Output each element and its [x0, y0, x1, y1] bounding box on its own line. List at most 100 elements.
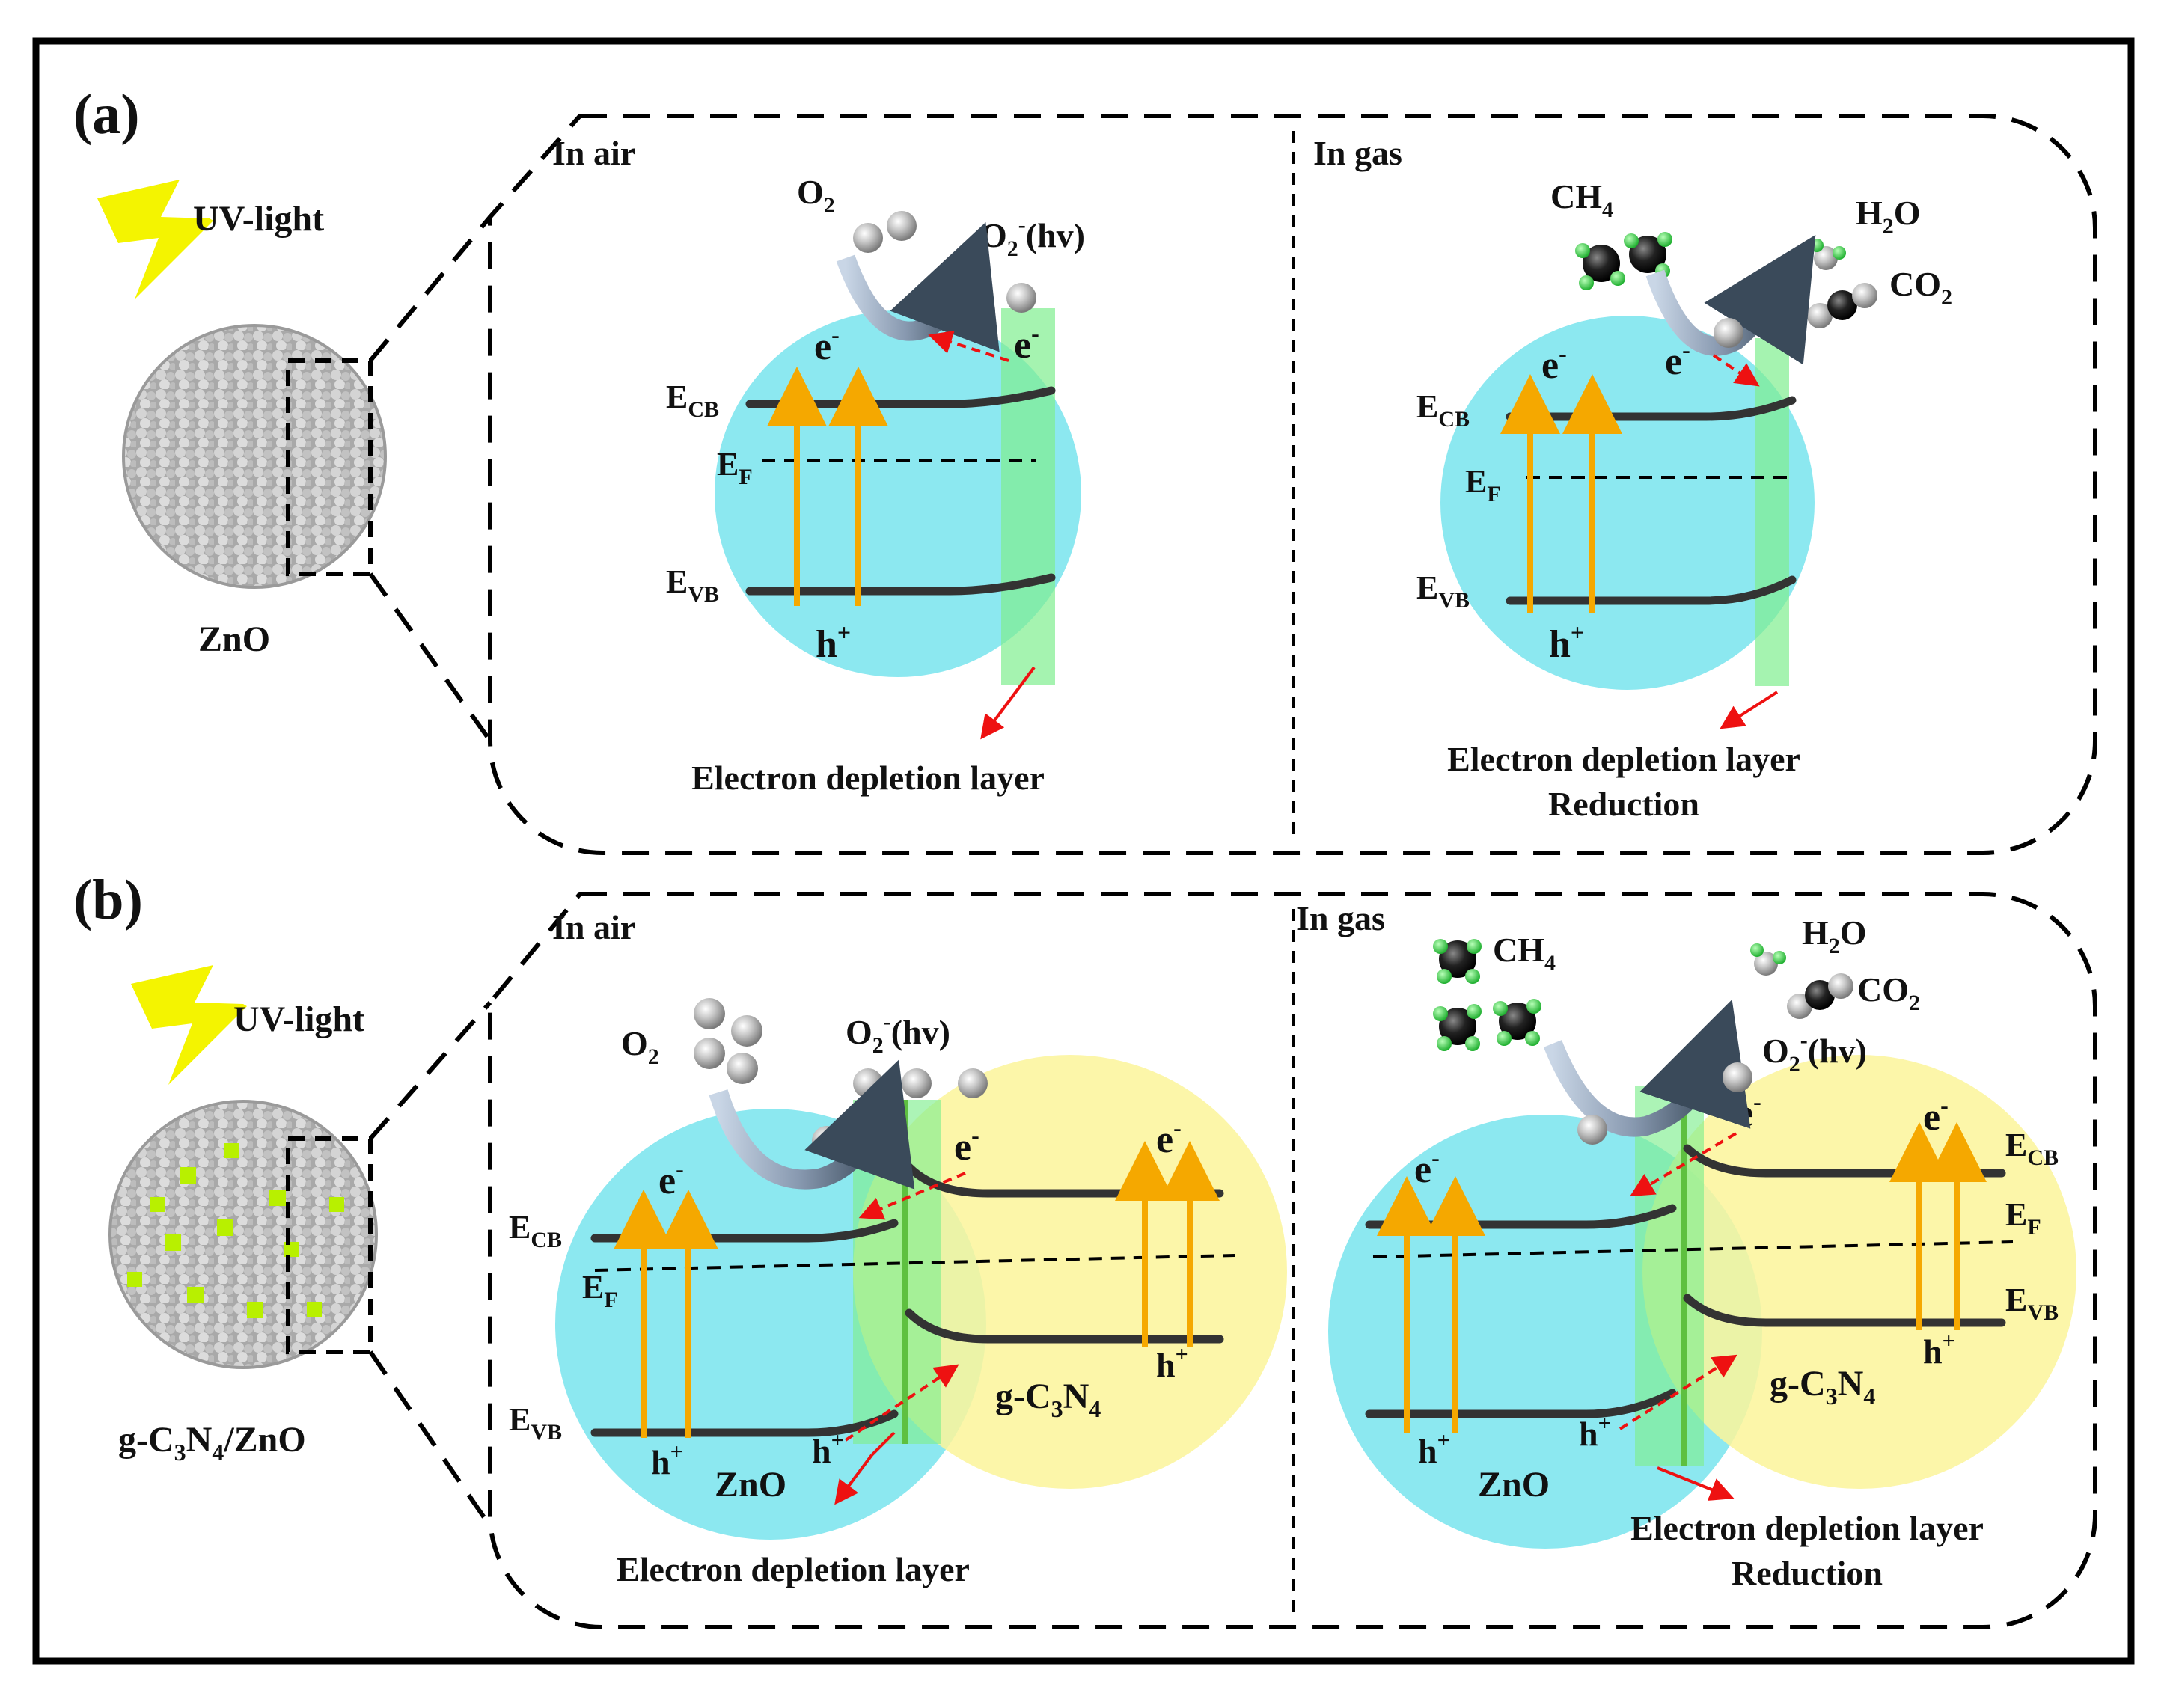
zoom-box [286, 1136, 373, 1354]
panel-b-dashed-box [488, 892, 2097, 1629]
o2-minus-label: O2-(hv) [846, 1009, 950, 1058]
fermi-level-line [594, 1254, 1235, 1272]
zoom-box [286, 358, 373, 576]
zoom-line-top [368, 1001, 492, 1140]
electron-transfer-arrow [858, 1172, 966, 1220]
o2-molecule-icon [887, 211, 917, 241]
ecb-label: ECB [1416, 388, 1470, 432]
gcn-grain-circle [1642, 1055, 2076, 1489]
ch4-label: CH4 [1493, 931, 1556, 976]
depletion-label: Electron depletion layer [1630, 1509, 1984, 1547]
co2-molecule-icon [1807, 283, 1877, 328]
electron-return-arrow [1712, 354, 1760, 387]
co2-label: CO2 [1857, 970, 1920, 1015]
o2-label: O2 [621, 1024, 659, 1069]
electron-label: e- [1414, 1144, 1440, 1191]
panel-b-label: (b) [73, 869, 143, 931]
electron-label: e- [814, 321, 840, 368]
electron-label: e- [1923, 1092, 1949, 1139]
reaction-curve-arrow [1543, 1000, 1751, 1137]
hole-label: h+ [1549, 619, 1584, 666]
panel-a-air: In air ECB EF EVB e- e- h+ O2 O2-(hv) [552, 134, 1085, 797]
depletion-label: Electron depletion layer [691, 759, 1045, 797]
uv-bolt-icon [131, 965, 247, 1085]
vb-band-line [745, 573, 1056, 596]
reduction-label: Reduction [1548, 785, 1699, 823]
o2-ion-icon [853, 1068, 883, 1098]
h2o-label: H2O [1802, 913, 1867, 958]
o2-molecule-icon [727, 1053, 758, 1084]
o2-minus-label: O2-(hv) [980, 212, 1085, 261]
ch4-molecule-icon [1433, 939, 1482, 984]
panel-a-gas: In gas ECB EF EVB e- e- h+ CH4 [1313, 134, 1952, 823]
ef-label: EF [717, 446, 753, 489]
ef-label: EF [582, 1269, 618, 1312]
hole-label: h+ [1156, 1342, 1188, 1384]
uv-label: UV-light [233, 1000, 364, 1039]
ecb-label: ECB [2005, 1127, 2059, 1170]
hole-label: h+ [1923, 1329, 1955, 1371]
hole-label: h+ [1418, 1428, 1450, 1470]
o2-ion-icon [902, 1068, 932, 1098]
hole-label: h+ [651, 1439, 683, 1481]
adsorption-curve-arrow [836, 221, 1000, 352]
co2-molecule-icon [1787, 973, 1853, 1019]
panel-b-gas: In gas ECB EF EVB e- e- e- h+ h+ h+ ZnO [1296, 899, 2076, 1592]
gcn-label: g-C3N4 [1770, 1364, 1875, 1409]
gcn-cb-band-line [905, 1163, 1224, 1198]
cb-band-line [745, 386, 1056, 408]
gcn-vb-band-line [905, 1308, 1224, 1344]
vb-band-line [1506, 575, 1797, 605]
ecb-label: ECB [509, 1209, 562, 1252]
uv-bolt-icon [97, 180, 213, 299]
o2-ion-icon [965, 296, 995, 325]
hole-transfer-arrow [844, 1364, 959, 1442]
o2-molecule-icon [694, 998, 725, 1029]
gcn-vb-band-line [1683, 1294, 2006, 1327]
ef-label: EF [1465, 463, 1501, 506]
panel-b-air: In air ECB EF EVB e- e- e- h+ h+ h+ [509, 908, 1287, 1588]
electron-label: e- [954, 1121, 979, 1169]
o2-molecule-icon [853, 223, 883, 253]
adsorption-curve-arrow [709, 1059, 915, 1190]
gcn-zno-particle-icon [109, 1100, 378, 1369]
depletion-band [1635, 1086, 1704, 1466]
o2-ion-icon [1723, 1062, 1752, 1092]
depletion-band [1001, 308, 1055, 685]
zno-vb-band-line [590, 1409, 899, 1437]
zno-cb-band-line [1365, 1204, 1677, 1229]
panel-a-dashed-box [488, 114, 2097, 855]
outer-frame [32, 37, 2135, 1665]
evb-label: EVB [509, 1401, 562, 1445]
gcn-label: g-C3N4 [995, 1377, 1101, 1422]
o2-label: O2 [797, 173, 835, 218]
h2o-label: H2O [1856, 194, 1921, 239]
ch4-molecule-icon [1624, 232, 1672, 278]
depletion-label: Electron depletion layer [1447, 740, 1800, 778]
o2-molecule-icon [694, 1038, 725, 1069]
o2-ion-icon [1006, 283, 1036, 313]
uv-label: UV-light [193, 199, 324, 239]
electron-label: e- [1541, 340, 1567, 387]
panel-a: (a) UV-light ZnO In air ECB EF [73, 83, 2097, 855]
evb-label: EVB [2005, 1282, 2059, 1325]
depletion-band [1755, 338, 1789, 686]
gas-title: In gas [1313, 134, 1402, 172]
zno-vb-band-line [1365, 1389, 1677, 1418]
electron-transfer-arrow [1630, 1132, 1737, 1197]
zoom-line-top [368, 215, 492, 362]
evb-label: EVB [666, 563, 719, 607]
particle-label: ZnO [198, 619, 270, 659]
panel-b: (b) UV-light g-C3N4/ZnO In air [73, 869, 2097, 1629]
electron-label: e- [658, 1155, 684, 1202]
depletion-pointer-arrow [1720, 691, 1779, 729]
zno-particle-icon [122, 324, 387, 589]
electron-transfer-arrow [928, 331, 1009, 362]
h2o-molecule-icon [1750, 943, 1786, 976]
zoom-line-bottom [368, 1350, 492, 1528]
electron-label: e- [1665, 336, 1690, 383]
hole-transfer-arrow [1619, 1354, 1737, 1430]
electron-label: e- [1014, 319, 1039, 367]
